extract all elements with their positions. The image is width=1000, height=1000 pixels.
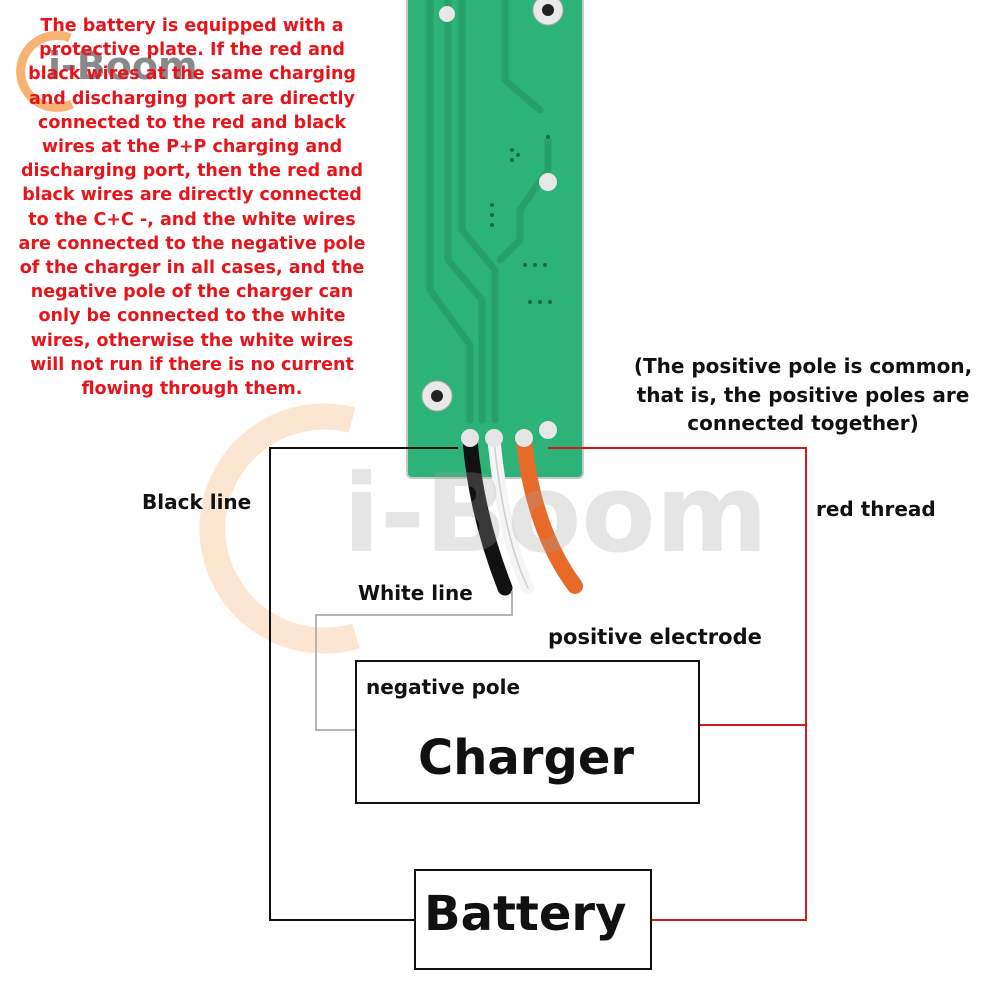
- black-line-label: Black line: [142, 490, 252, 514]
- watermark-logo-large: i-Boom: [343, 452, 768, 577]
- common-positive-note: (The positive pole is common, that is, t…: [633, 354, 973, 435]
- battery-box: Battery: [414, 869, 652, 970]
- black-cable: [462, 432, 513, 596]
- protective-plate-note: The battery is equipped with a protectiv…: [18, 16, 366, 400]
- watermark-swoosh-large: [199, 403, 360, 654]
- cable-bundle: [461, 429, 583, 596]
- negative-pole-label: negative pole: [366, 675, 521, 699]
- orange-cable: [516, 432, 583, 594]
- charger-box: negative pole Charger: [355, 660, 700, 804]
- watermark-brand-text: i-Boom: [48, 44, 198, 88]
- protection-board: [406, 0, 584, 479]
- red-wire-line: [548, 447, 807, 921]
- black-wire-line: [269, 447, 458, 921]
- charger-title: Charger: [418, 730, 635, 786]
- red-thread-label: red thread: [816, 497, 936, 521]
- positive-electrode-label: positive electrode: [548, 625, 762, 649]
- white-wire-line: [315, 591, 513, 731]
- watermark-logo-small: i-Boom: [48, 44, 198, 88]
- battery-title: Battery: [424, 886, 627, 942]
- watermark-brand-large-text: i-Boom: [343, 452, 769, 577]
- white-line-label: White line: [358, 581, 473, 605]
- watermark-swoosh-small: [16, 30, 74, 112]
